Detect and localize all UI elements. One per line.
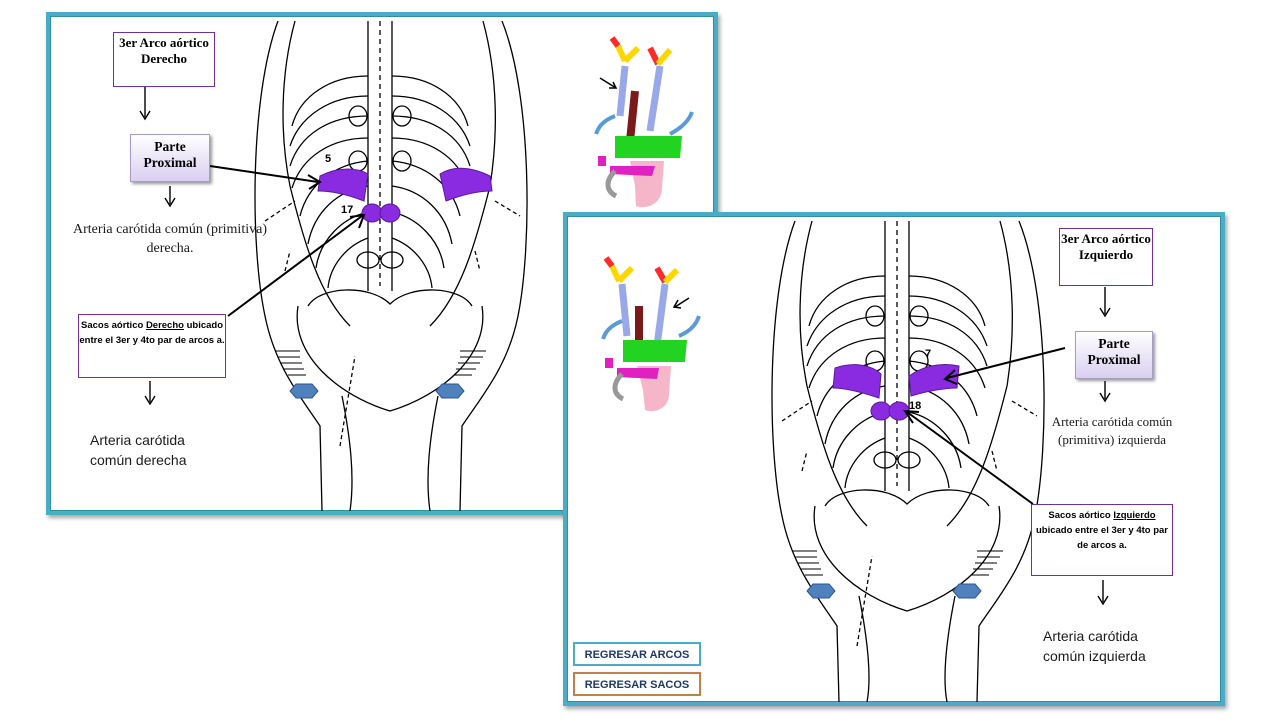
sac-text-post: ubicado entre el 3er y 4to par de arcos … (1036, 525, 1168, 551)
label-sac-number: 17 (341, 204, 354, 216)
embryo-outline (771, 220, 1045, 702)
back-to-arches-button[interactable]: REGRESAR ARCOS (573, 642, 701, 666)
highlight-right-third-arch (832, 364, 882, 399)
sac-text-pre: Sacos aórtico (1048, 510, 1114, 521)
slide-left-arch: 3er Arco aórtico Izquierdo Parte Proxima… (563, 212, 1225, 706)
hatch-marks (275, 350, 486, 376)
sac-text-side: Izquierdo (1113, 510, 1156, 521)
hatch-marks (792, 550, 1003, 576)
aortic-sac-left (379, 203, 401, 223)
vessel-schematic-left (594, 36, 694, 208)
aortic-sac-box: Sacos aórtico Izquierdo ubicado entre el… (1031, 504, 1173, 576)
proximal-result-text: Arteria carótida común (primitiva) derec… (73, 222, 267, 256)
aortic-sac-box: Sacos aórtico Derecho ubicado entre el 3… (78, 314, 226, 378)
sac-text-pre: Sacos aórtico (80, 320, 146, 331)
label-arch-number: 7 (925, 348, 932, 360)
proximal-part-box: Parte Proximal (1075, 331, 1153, 379)
blue-marker (806, 583, 836, 599)
highlight-right-third-arch (317, 168, 369, 202)
proximal-result-text: Arteria carótida común (primitiva) izqui… (1051, 414, 1173, 447)
flow-arrows (139, 87, 176, 406)
embryo-diagram-left (139, 20, 694, 511)
label-arch-number: 5 (325, 153, 332, 165)
sac-text-side: Derecho (145, 320, 184, 331)
pointer-lines (903, 347, 1066, 505)
highlight-left-third-arch (439, 167, 493, 202)
flow-arrows (1097, 287, 1111, 606)
label-sac-number: 18 (909, 400, 922, 412)
proximal-part-box: Parte Proximal (130, 134, 210, 182)
embryo-diagram-right (601, 220, 1111, 702)
blue-marker (435, 383, 465, 399)
blue-marker (289, 383, 319, 399)
pointer-lines (209, 165, 366, 317)
sac-result-text: Arteria carótida común izquierda (1043, 628, 1146, 664)
aortic-sac-right (361, 203, 383, 223)
highlight-left-third-arch (908, 363, 960, 397)
vessel-schematic-right (601, 256, 701, 412)
sac-result-text: Arteria carótida común derecha (90, 432, 187, 468)
sac-text-post: ubicado entre el 3er y 4to par de arcos … (79, 320, 225, 346)
aortic-sac-right (870, 401, 892, 421)
third-arch-box: 3er Arco aórtico Izquierdo (1059, 228, 1153, 286)
third-arch-box: 3er Arco aórtico Derecho (113, 32, 215, 87)
back-to-sacs-button[interactable]: REGRESAR SACOS (573, 672, 701, 696)
blue-marker (952, 583, 982, 599)
